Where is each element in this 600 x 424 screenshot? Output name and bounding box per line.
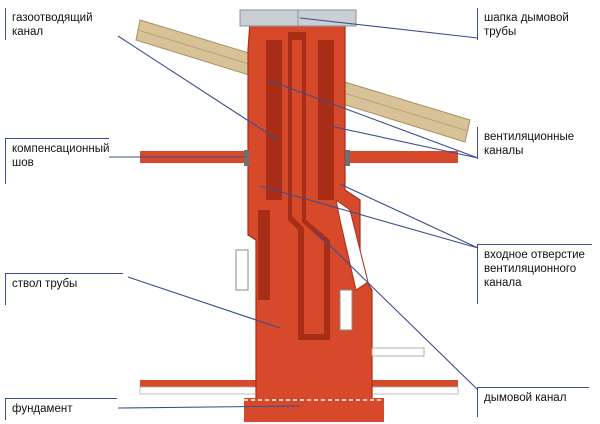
label-compensation-seam: компенсационный шов xyxy=(5,138,109,184)
label-flue-channel: газоотводящий канал xyxy=(5,8,115,40)
label-foundation: фундамент xyxy=(5,398,117,420)
label-ventilation-channels: вентиляционные каналы xyxy=(477,127,587,159)
label-smoke-channel: дымовой канал xyxy=(477,387,589,417)
leader-lines xyxy=(108,17,479,409)
foundation-block xyxy=(244,398,384,422)
label-chimney-cap: шапка дымовой трубы xyxy=(477,8,587,40)
side-box-right xyxy=(339,289,353,331)
label-pipe-shaft: ствол трубы xyxy=(5,273,123,305)
vent-channel-right xyxy=(318,40,334,200)
label-vent-inlet: входное отверстие вентиляционного канала xyxy=(477,244,592,304)
gas-channel xyxy=(266,40,282,200)
compensation-seam-left xyxy=(244,150,249,166)
compensation-seam-right xyxy=(345,150,350,166)
side-box-left xyxy=(235,249,249,291)
vent-inlet-opening xyxy=(335,198,369,291)
